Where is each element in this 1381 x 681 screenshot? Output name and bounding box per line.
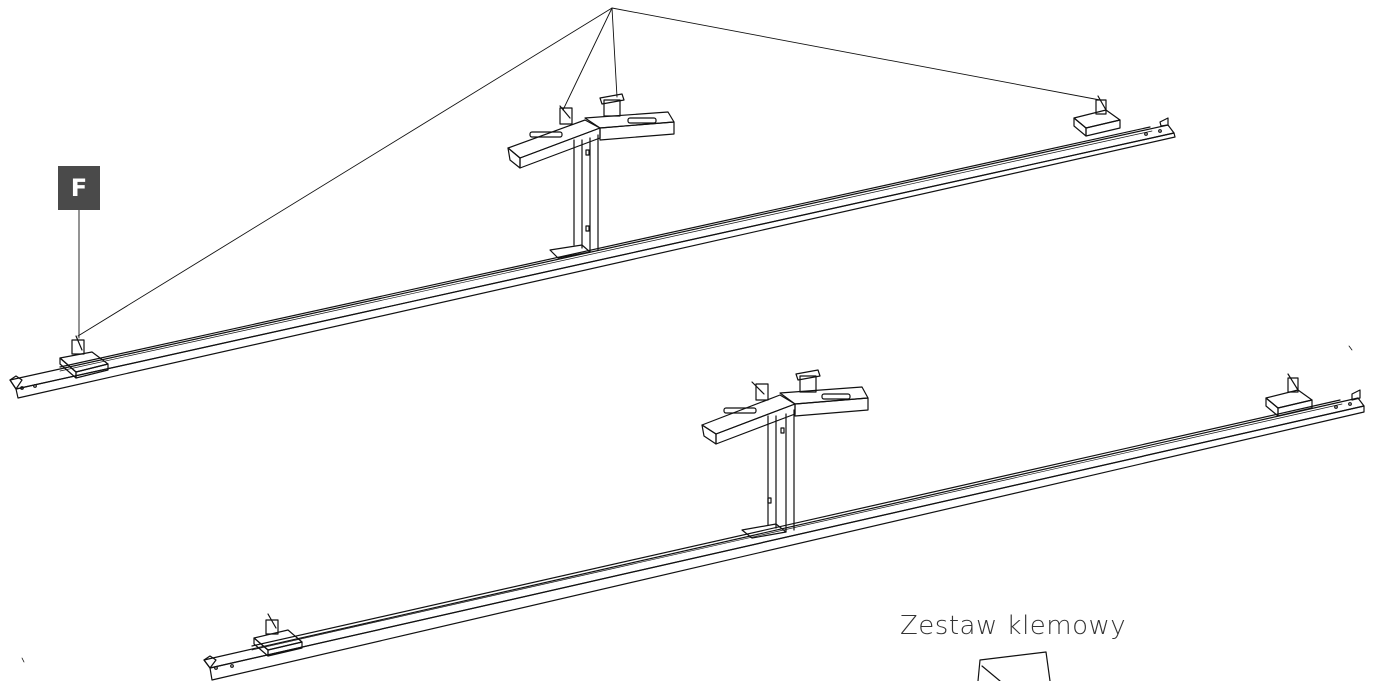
clamp-kit-preview	[977, 651, 1051, 681]
clamp-kit-label: Zestaw klemowy	[900, 611, 1127, 641]
upper-clamp-right	[1073, 95, 1121, 137]
upper-assembly	[9, 7, 1176, 399]
lower-clamp-right	[1265, 373, 1313, 417]
upper-t-bracket	[507, 93, 675, 259]
lower-rail	[203, 389, 1365, 681]
stray-marks	[21, 345, 1353, 663]
upper-clamp-left	[59, 335, 109, 379]
lower-assembly	[203, 369, 1365, 681]
upper-rail	[9, 117, 1176, 399]
callout-leader-lines	[77, 7, 1101, 339]
lower-t-bracket	[701, 369, 869, 539]
callout-badge-f: F	[58, 166, 100, 210]
lower-clamp-left	[253, 613, 303, 657]
callout-letter: F	[70, 174, 88, 202]
